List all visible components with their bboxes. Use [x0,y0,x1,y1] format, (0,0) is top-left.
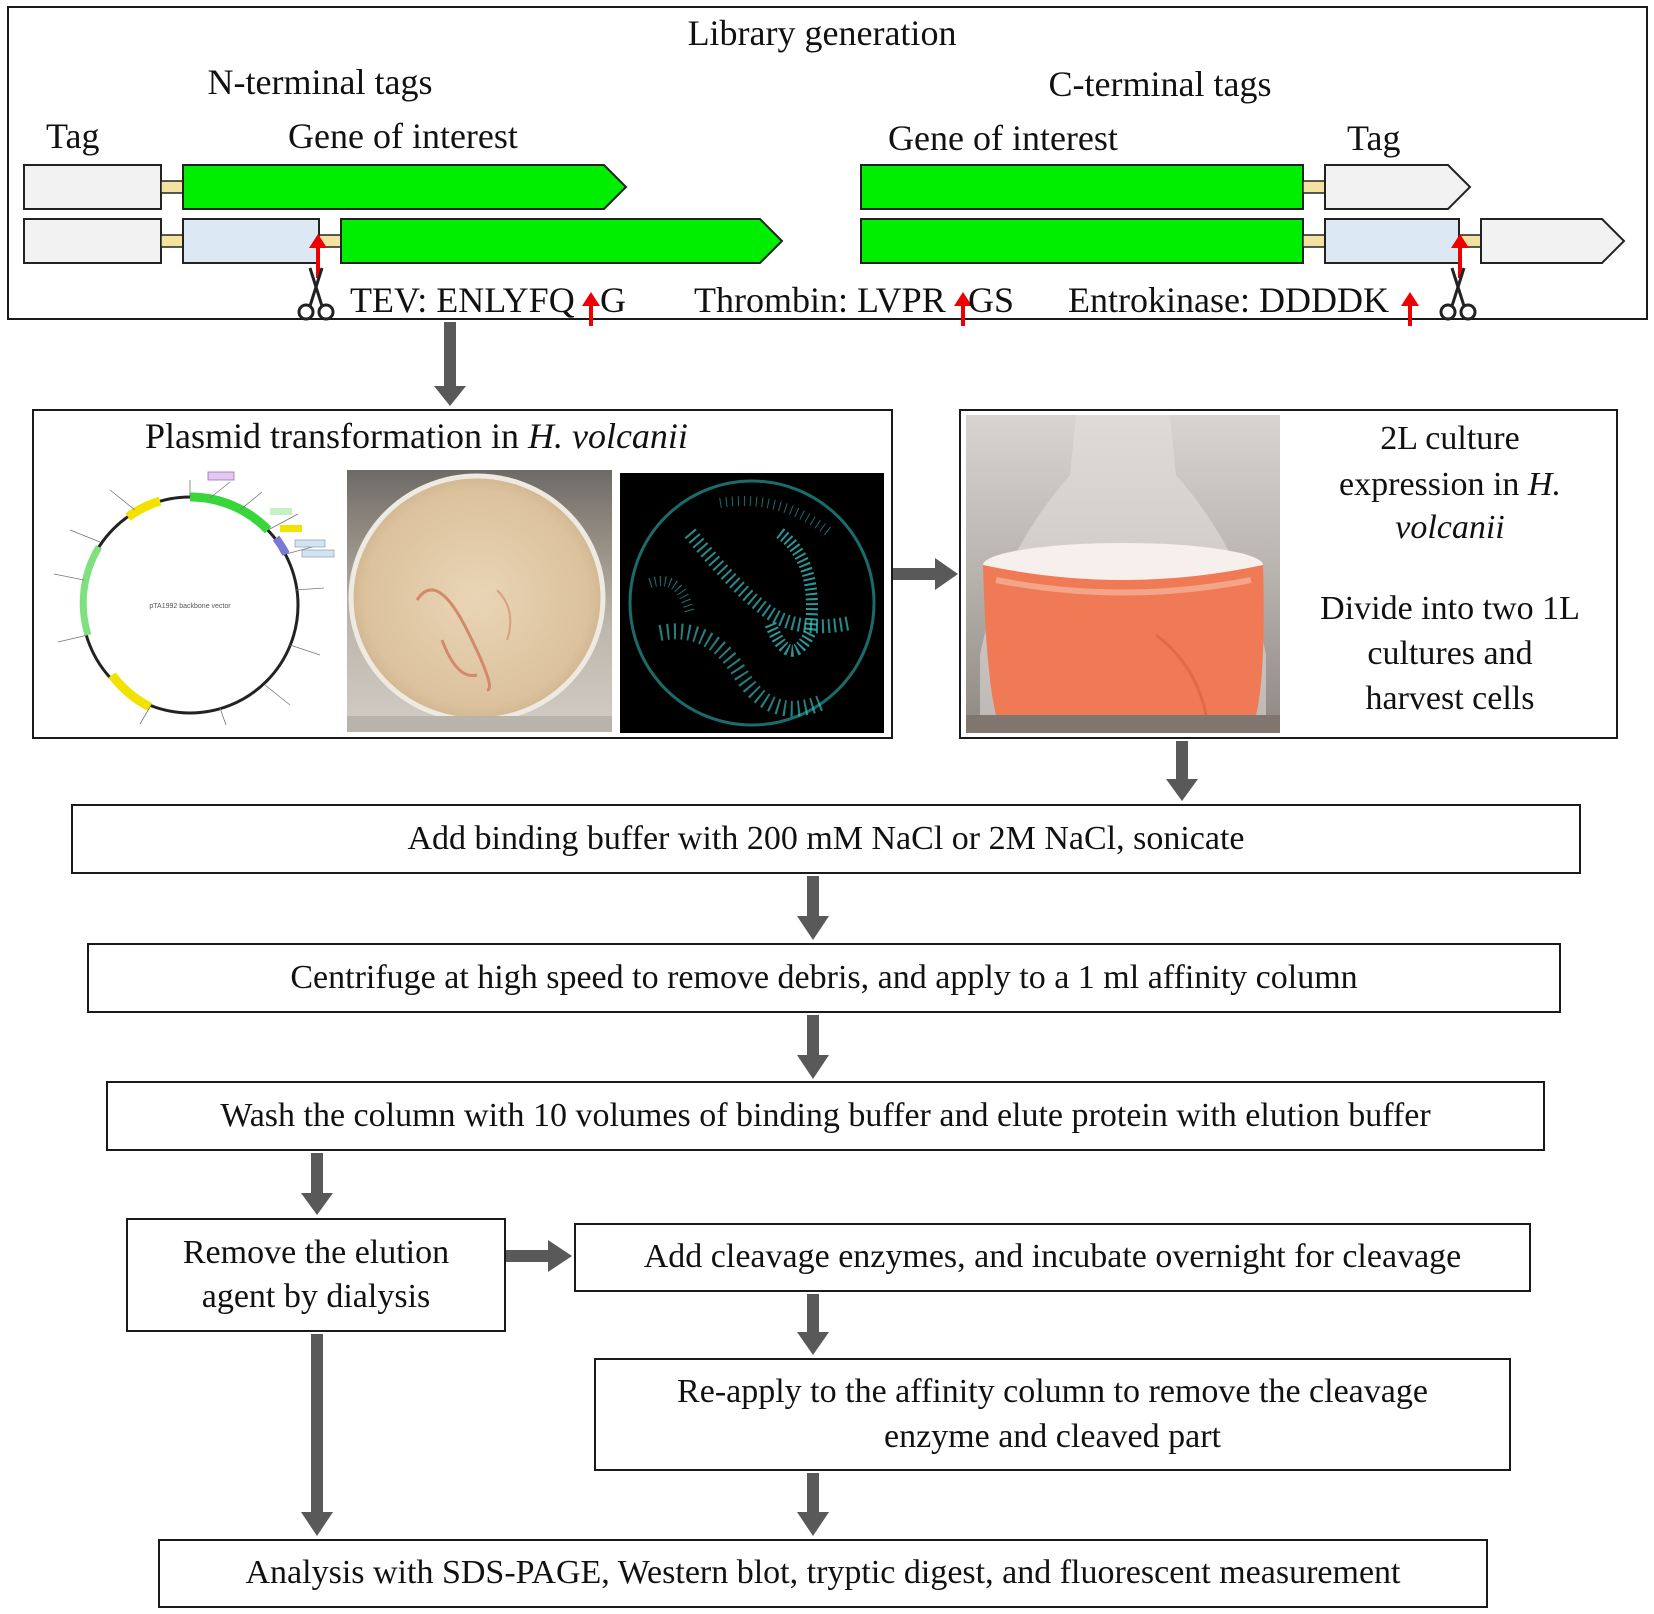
n-gene-arrow [182,164,628,210]
cut-arrow-tev [582,292,600,326]
arrow-wash-to-dialysis [301,1153,333,1215]
c-tag-arrow [1324,164,1472,210]
transformation-title-text: Plasmid transformation in [145,416,528,456]
thrombin-site-after: GS [968,280,1015,320]
construct-diagram [23,164,1626,326]
cut-arrow-thrombin [954,292,972,326]
cut-arrow-entrokinase [1401,292,1419,326]
divide-line3: harvest cells [1365,680,1535,717]
arrow-cleavage-to-reapply [797,1294,829,1355]
step-analysis-text: Analysis with SDS-PAGE, Western blot, tr… [245,1554,1401,1592]
thrombin-site-text: Thrombin: LVPR [694,280,946,320]
culture-line2-text: expression in [1339,466,1528,503]
step-cleavage-box: Add cleavage enzymes, and incubate overn… [574,1223,1531,1292]
step-reapply-box: Re-apply to the affinity column to remov… [594,1358,1511,1471]
divide-line1: Divide into two 1L [1320,590,1580,627]
step-reapply-line1: Re-apply to the affinity column to remov… [677,1373,1428,1411]
step-wash-text: Wash the column with 10 volumes of bindi… [220,1096,1431,1134]
plasmid-center-label: pTA1992 backbone vector [149,603,231,610]
culture-line2: expression in H. [1290,468,1610,502]
arrow-dialysis-to-cleavage [506,1240,572,1272]
arrow-binding-to-centrifuge [797,876,829,940]
culture-flask-photo [966,415,1280,733]
n-protease-site [182,218,320,264]
plasmid-map: pTA1992 backbone vector [53,471,335,726]
step-analysis-box: Analysis with SDS-PAGE, Western blot, tr… [158,1539,1488,1608]
scissors-icon-c [1439,267,1477,321]
n-terminal-heading: N-terminal tags [207,62,433,102]
step-reapply-line2: enzyme and cleaved part [884,1417,1221,1455]
library-generation-panel [7,6,1648,320]
divide-line2: cultures and [1367,635,1533,672]
culture-line2-species: H. [1527,466,1561,503]
tev-site-after: G [600,280,626,320]
step-wash-box: Wash the column with 10 volumes of bindi… [106,1081,1545,1151]
n-tag-label: Tag [46,116,100,156]
culture-line1: 2L culture [1380,420,1520,457]
step-dialysis-line1: Remove the elution [182,1233,450,1271]
arrow-culture-to-binding [1166,741,1198,801]
arrow-transformation-to-culture [893,558,958,590]
c-tag-arrow-2 [1480,218,1626,264]
culture-line3-species: volcanii [1395,509,1505,546]
scissors-icon [297,267,335,321]
transformation-title-species: H. volcanii [527,416,688,456]
entrokinase-site-text: Entrokinase: DDDDK [1068,280,1389,320]
step-binding-text: Add binding buffer with 200 mM NaCl or 2… [407,819,1245,857]
c-gene-block-2 [860,218,1304,264]
fluorescent-plate-photo [620,473,884,733]
culture-line3: volcanii [1290,511,1610,545]
c-gene-label: Gene of interest [888,118,1118,158]
step-centrifuge-text: Centrifuge at high speed to remove debri… [290,958,1358,996]
step-binding-box: Add binding buffer with 200 mM NaCl or 2… [71,804,1581,874]
step-dialysis-line2: agent by dialysis [201,1278,431,1315]
step-dialysis-box: Remove the elution agent by dialysis [126,1218,506,1332]
arrow-dialysis-to-analysis [301,1334,333,1536]
arrow-library-to-transformation [434,322,466,406]
c-protease-site [1324,218,1460,264]
transformation-title: Plasmid transformation in H. volcanii [145,418,688,454]
cut-arrow-c [1451,234,1469,278]
step-centrifuge-box: Centrifuge at high speed to remove debri… [87,943,1561,1013]
library-title: Library generation [687,13,957,53]
arrow-centrifuge-to-wash [797,1015,829,1079]
arrow-reapply-to-analysis [797,1473,829,1536]
c-terminal-heading: C-terminal tags [1048,64,1272,104]
step-cleavage-text: Add cleavage enzymes, and incubate overn… [643,1238,1462,1276]
n-gene-arrow-2 [340,218,784,264]
agar-plate-photo [347,470,612,732]
n-gene-label: Gene of interest [288,116,518,156]
cut-arrow-n [309,234,327,278]
c-tag-label: Tag [1347,118,1401,158]
tev-site-text: TEV: ENLYFQ [350,280,575,320]
